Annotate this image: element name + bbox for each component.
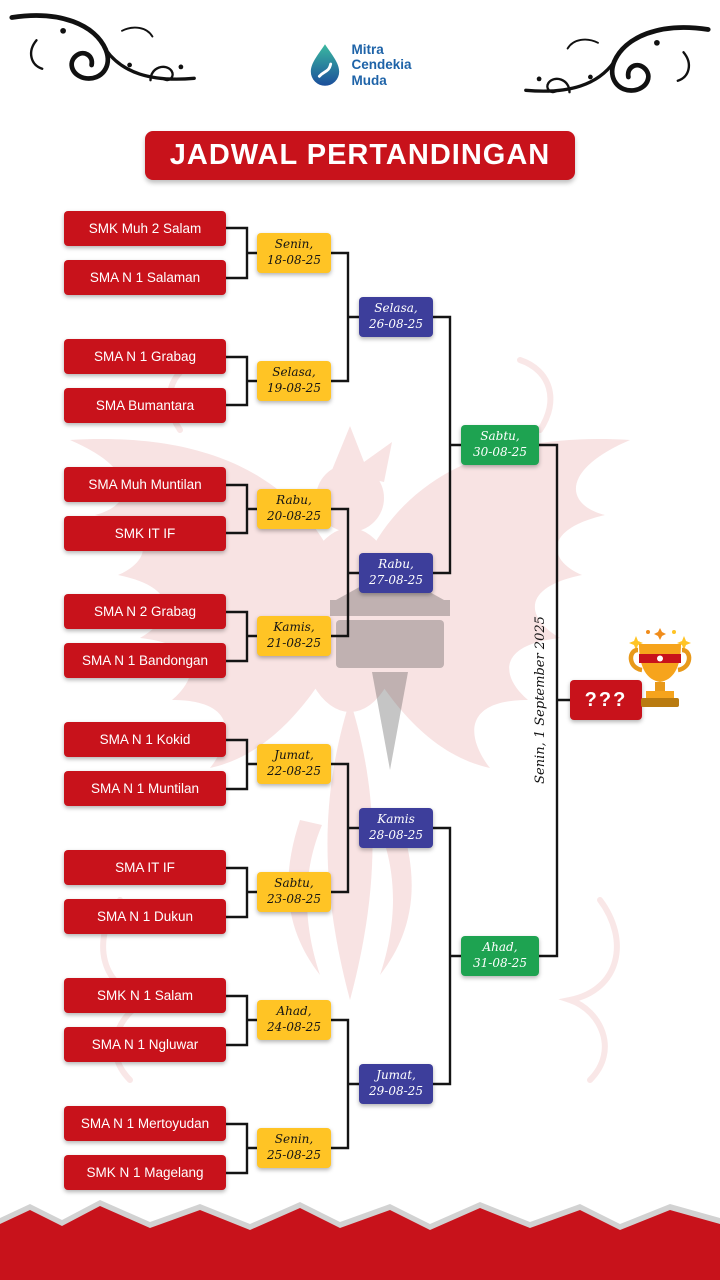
match-date: 19-08-25 (267, 381, 321, 395)
team-box-12: SMA N 1 Dukun (64, 899, 226, 934)
team-box-4: SMA Bumantara (64, 388, 226, 423)
team-box-16: SMK N 1 Magelang (64, 1155, 226, 1190)
match-date: 20-08-25 (267, 509, 321, 523)
match-day: Kamis, (273, 620, 315, 635)
page-title: JADWAL PERTANDINGAN (145, 131, 575, 180)
semifinal-2-date: Ahad, 31-08-25 (461, 936, 539, 976)
team-box-2: SMA N 1 Salaman (64, 260, 226, 295)
round2-match-3-date: Kamis 28-08-25 (359, 808, 433, 848)
team-box-5: SMA Muh Muntilan (64, 467, 226, 502)
logo-line-2: Cendekia (351, 57, 412, 73)
water-drop-icon (311, 44, 340, 86)
match-day: Ahad, (482, 940, 518, 955)
team-box-7: SMA N 2 Grabag (64, 594, 226, 629)
round1-match-8-date: Senin, 25-08-25 (257, 1128, 331, 1168)
semifinal-1-date: Sabtu, 30-08-25 (461, 425, 539, 465)
team-box-9: SMA N 1 Kokid (64, 722, 226, 757)
match-date: 21-08-25 (267, 636, 321, 650)
match-day: Kamis (377, 812, 415, 827)
trophy-icon (628, 628, 692, 707)
match-day: Selasa, (272, 365, 316, 380)
round1-match-5-date: Jumat, 22-08-25 (257, 744, 331, 784)
team-box-6: SMK IT IF (64, 516, 226, 551)
final-date-label: Senin, 1 September 2025 (533, 616, 548, 784)
round1-match-3-date: Rabu, 20-08-25 (257, 489, 331, 529)
match-date: 27-08-25 (369, 573, 423, 587)
team-box-10: SMA N 1 Muntilan (64, 771, 226, 806)
match-day: Senin, (274, 237, 314, 252)
match-date: 28-08-25 (369, 828, 423, 842)
corner-flourish-left-icon (9, 13, 196, 82)
team-box-11: SMA IT IF (64, 850, 226, 885)
round1-match-4-date: Kamis, 21-08-25 (257, 616, 331, 656)
match-day: Jumat, (274, 748, 314, 763)
round2-match-1-date: Selasa, 26-08-25 (359, 297, 433, 337)
match-date: 25-08-25 (267, 1148, 321, 1162)
match-date: 31-08-25 (473, 956, 527, 970)
team-box-1: SMK Muh 2 Salam (64, 211, 226, 246)
team-box-3: SMA N 1 Grabag (64, 339, 226, 374)
match-day: Jumat, (376, 1068, 416, 1083)
round2-match-2-date: Rabu, 27-08-25 (359, 553, 433, 593)
sparkles-icon (629, 628, 691, 650)
match-day: Sabtu, (480, 429, 520, 444)
match-day: Rabu, (276, 493, 312, 508)
champion-placeholder: ??? (570, 680, 642, 720)
match-date: 30-08-25 (473, 445, 527, 459)
team-box-14: SMA N 1 Ngluwar (64, 1027, 226, 1062)
round2-match-4-date: Jumat, 29-08-25 (359, 1064, 433, 1104)
match-date: 29-08-25 (369, 1084, 423, 1098)
team-box-15: SMA N 1 Mertoyudan (64, 1106, 226, 1141)
team-box-13: SMK N 1 Salam (64, 978, 226, 1013)
round1-match-2-date: Selasa, 19-08-25 (257, 361, 331, 401)
round1-match-7-date: Ahad, 24-08-25 (257, 1000, 331, 1040)
logo-text: Mitra Cendekia Muda (351, 42, 411, 87)
match-date: 18-08-25 (267, 253, 321, 267)
match-day: Selasa, (374, 301, 418, 316)
match-day: Rabu, (378, 557, 414, 572)
match-date: 23-08-25 (267, 892, 321, 906)
round1-match-6-date: Sabtu, 23-08-25 (257, 872, 331, 912)
corner-flourish-right-icon (524, 25, 711, 94)
match-day: Sabtu, (274, 876, 314, 891)
round1-match-1-date: Senin, 18-08-25 (257, 233, 331, 273)
match-date: 26-08-25 (369, 317, 423, 331)
match-date: 22-08-25 (267, 764, 321, 778)
logo-line-3: Muda (351, 72, 387, 88)
logo: Mitra Cendekia Muda (0, 42, 720, 88)
match-day: Senin, (274, 1132, 314, 1147)
match-day: Ahad, (276, 1004, 312, 1019)
logo-line-1: Mitra (351, 42, 384, 58)
team-box-8: SMA N 1 Bandongan (64, 643, 226, 678)
torn-paper-edge (0, 1200, 720, 1280)
match-date: 24-08-25 (267, 1020, 321, 1034)
